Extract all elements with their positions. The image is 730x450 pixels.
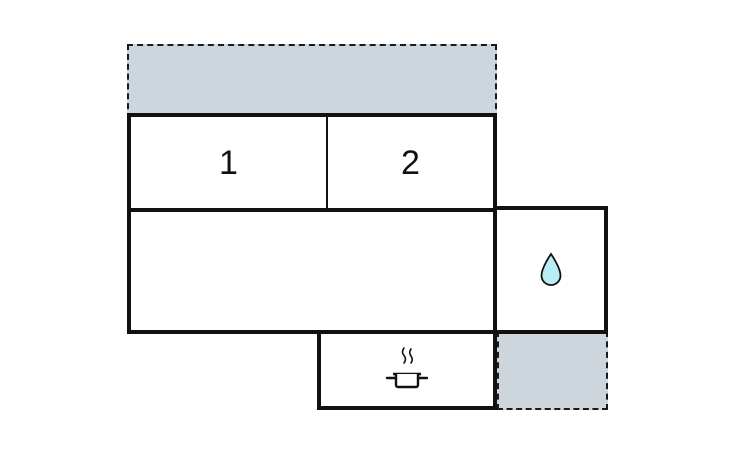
bedroom-1-label: 1 xyxy=(219,143,238,182)
terrace-area xyxy=(127,44,497,119)
bedrooms-row: 1 2 xyxy=(127,113,497,212)
kitchen xyxy=(317,330,497,410)
bedroom-2-label: 2 xyxy=(401,143,420,182)
stove-steam-icon xyxy=(384,346,430,394)
bathroom xyxy=(493,206,608,334)
living-room xyxy=(127,208,497,334)
water-drop-icon xyxy=(538,252,564,288)
bedroom-2: 2 xyxy=(328,117,493,208)
bedroom-1: 1 xyxy=(131,117,328,208)
patio-area xyxy=(497,331,608,410)
